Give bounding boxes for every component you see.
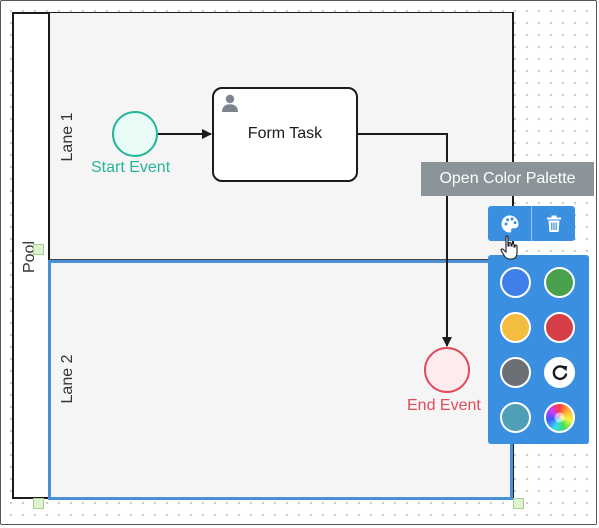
swatch-reset[interactable] [544,357,575,388]
swatch-gray[interactable] [500,357,531,388]
swatch-yellow[interactable] [500,312,531,343]
lane-1-label: Lane 1 [59,112,76,162]
swatch-custom[interactable] [544,402,575,433]
lane-2-label: Lane 2 [59,354,76,404]
color-palette-button[interactable] [488,206,531,241]
user-icon [222,94,238,112]
color-wheel-icon [554,412,565,423]
start-event-label: Start Event [91,159,171,176]
palette-icon [501,215,518,232]
element-toolbar [488,206,575,241]
end-event-label: End Event [407,397,481,414]
reset-icon [552,364,567,380]
tooltip: Open Color Palette [421,162,594,196]
hand-cursor-icon [500,235,518,260]
trash-icon [546,215,561,232]
resize-handle-top-left[interactable] [33,244,44,255]
form-task-label: Form Task [247,125,323,142]
start-event[interactable] [112,111,158,157]
end-event[interactable] [424,347,470,393]
swatch-teal[interactable] [500,402,531,433]
resize-handle-bottom-right[interactable] [513,498,524,509]
form-task[interactable]: Form Task [212,87,358,182]
delete-button[interactable] [532,206,575,241]
swatch-blue[interactable] [500,267,531,298]
swatch-green[interactable] [544,267,575,298]
swatch-red[interactable] [544,312,575,343]
resize-handle-bottom-left[interactable] [33,498,44,509]
toolbar-divider [531,206,532,241]
color-palette [488,255,589,444]
